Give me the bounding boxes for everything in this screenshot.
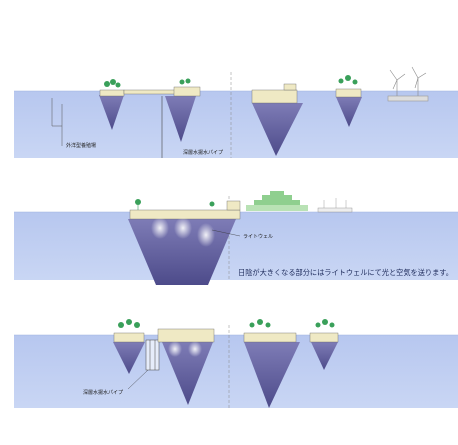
floating-island <box>309 319 339 370</box>
offshore-farm-marker <box>51 98 63 146</box>
panel-bottom: 深層水揚水パイプ <box>14 319 458 408</box>
deep-water-pipe-label: 深層水揚水パイプ <box>183 149 223 156</box>
light-well-label: ライトウェル <box>243 233 273 240</box>
sea-band <box>14 335 458 408</box>
floating-island <box>335 75 362 127</box>
sea-band <box>14 91 458 158</box>
sea-band <box>14 212 458 280</box>
floating-island <box>251 83 303 156</box>
terraced-building <box>246 191 308 211</box>
offshore-farm-label: 外洋型養殖場 <box>66 142 96 149</box>
panel-top: 外洋型養殖場 深層水揚水パイプ <box>14 66 458 158</box>
light-well-caption: 日陰が大きくなる部分にはライトウェルにて光と空気を送ります。 <box>238 268 453 277</box>
floating-island <box>157 328 215 405</box>
shoreline-trees <box>317 198 353 213</box>
light-well-glow <box>151 217 215 247</box>
floating-island <box>243 319 300 408</box>
deep-water-pipe-label: 深層水揚水パイプ <box>83 389 123 396</box>
floating-island <box>113 319 145 374</box>
deep-water-pipe <box>145 339 160 371</box>
wind-turbine-icon <box>387 66 429 102</box>
bridge <box>123 89 177 95</box>
light-well-leader <box>211 229 241 237</box>
floating-island <box>99 79 125 130</box>
panel-middle: ライトウェル 日陰が大きくなる部分にはライトウェルにて光と空気を送ります。 <box>14 191 458 285</box>
floating-island <box>165 78 201 142</box>
deep-water-pipe-leader <box>127 369 149 390</box>
